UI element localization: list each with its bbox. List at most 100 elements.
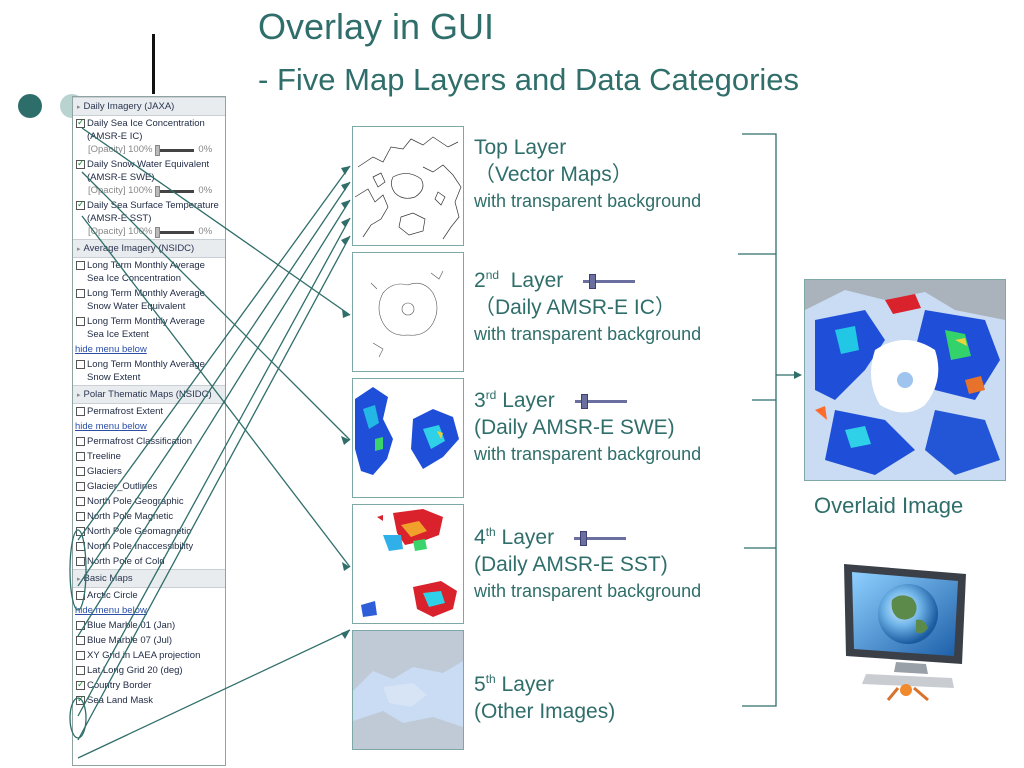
checkbox[interactable] [76,407,85,416]
section-header-average[interactable]: ▸Average Imagery (NSIDC) [73,239,225,258]
layer-item[interactable]: Long Term Monthly Average Sea Ice Concen… [73,258,225,286]
opacity-control: [Opacity] 100%0% [73,144,225,157]
checkbox[interactable] [76,621,85,630]
layer1-title: Top Layer [474,136,567,159]
layer-menu-panel: ▸Daily Imagery (JAXA) Daily Sea Ice Conc… [72,96,226,766]
checkbox[interactable] [76,317,85,326]
layer-item[interactable]: Lat Long Grid 20 (deg) [73,663,225,678]
checkbox[interactable] [76,651,85,660]
layer2-note: with transparent background [474,324,702,344]
layer2-title: 2nd Layer [474,262,701,294]
layer-item[interactable]: Long Term Monthly Average Snow Extent [73,357,225,385]
layer-item[interactable]: North Pole Geographic [73,494,225,509]
layer2-sea-ice-image [352,252,464,372]
layer2-caption: 2nd Layer （Daily AMSR-E IC） with transpa… [474,262,701,347]
checkbox[interactable] [76,437,85,446]
layer-item[interactable]: Blue Marble 07 (Jul) [73,633,225,648]
opacity-slider[interactable] [155,185,195,197]
checkbox[interactable] [76,467,85,476]
checkbox[interactable] [76,360,85,369]
layer5-title: 5th Layer [474,666,615,698]
layer2-opacity-slider[interactable] [583,273,636,289]
section-header-polar[interactable]: ▸Polar Thematic Maps (NSIDC) [73,385,225,404]
layer-item-label: North Pole of Cold [87,556,165,567]
checkbox[interactable] [76,542,85,551]
layer-item-sea-land-mask[interactable]: Sea Land Mask [73,693,225,708]
layer4-word: Layer [501,526,555,549]
section-label: Basic Maps [83,573,133,584]
layer-item-snow-water[interactable]: Daily Snow Water Equivalent (AMSR-E SWE) [73,157,225,185]
checkbox[interactable] [76,636,85,645]
checkbox[interactable] [76,497,85,506]
layer-item[interactable]: Permafrost Classification [73,434,225,449]
layer4-caption: 4th Layer (Daily AMSR-E SST) with transp… [474,519,701,604]
layer-item[interactable]: Blue Marble 01 (Jan) [73,618,225,633]
checkbox-checked[interactable] [76,117,85,130]
checkbox[interactable] [76,289,85,298]
slider-knob[interactable] [155,144,161,156]
section-header-daily[interactable]: ▸Daily Imagery (JAXA) [73,97,225,116]
checkbox[interactable] [76,527,85,536]
layer5-caption: 5th Layer (Other Images) [474,666,615,725]
checkbox[interactable] [76,261,85,270]
checkbox[interactable] [76,482,85,491]
layer-item-label: XY Grid in LAEA projection [87,650,201,661]
overlaid-image [804,279,1006,481]
section-header-basic[interactable]: ▸Basic Maps [73,569,225,588]
opacity-slider[interactable] [155,226,195,238]
layer3-desc: (Daily AMSR-E SWE) [474,416,675,439]
layer3-snow-water-image [352,378,464,498]
checkbox[interactable] [76,452,85,461]
layer4-desc: (Daily AMSR-E SST) [474,553,668,576]
layer-item[interactable]: Glacier_Outlines [73,479,225,494]
layer-item[interactable]: Glaciers [73,464,225,479]
slider-knob[interactable] [580,393,588,409]
hide-menu-link[interactable]: hide menu below [75,421,147,432]
layer-item[interactable]: North Pole Geomagnetic [73,524,225,539]
layer3-title: 3rd Layer [474,382,701,414]
checkbox[interactable] [76,591,85,600]
checkbox[interactable] [76,666,85,675]
layer-item-label: Sea Land Mask [87,695,154,706]
checkbox-checked[interactable] [76,199,85,212]
layer-item-label: Permafrost Extent [87,406,164,417]
layer-item[interactable]: Treeline [73,449,225,464]
checkbox[interactable] [76,557,85,566]
layer-item[interactable]: Arctic Circle [73,588,225,603]
layer2-desc: （Daily AMSR-E IC） [474,296,676,319]
section-label: Polar Thematic Maps (NSIDC) [83,389,212,400]
layer3-opacity-slider[interactable] [574,393,627,409]
layer-item[interactable]: Long Term Monthly Average Sea Ice Extent [73,314,225,342]
layer3-note: with transparent background [474,444,702,464]
layer1-desc: （Vector Maps） [474,163,633,186]
hide-menu-link[interactable]: hide menu below [75,344,147,355]
hide-menu-link[interactable]: hide menu below [75,605,147,616]
slide-title: Overlay in GUI [258,6,495,47]
layer4-opacity-slider[interactable] [574,530,627,546]
opacity-control: [Opacity] 100%0% [73,185,225,198]
layer-item[interactable]: North Pole of Cold [73,554,225,569]
slider-knob[interactable] [155,185,161,197]
collapse-triangle-icon: ▸ [77,246,81,253]
opacity-slider[interactable] [155,144,195,156]
layer-item[interactable]: Permafrost Extent [73,404,225,419]
layer-item[interactable]: XY Grid in LAEA projection [73,648,225,663]
section-label: Daily Imagery (JAXA) [83,101,175,112]
layer-item-country-border[interactable]: Country Border [73,678,225,693]
checkbox-checked[interactable] [76,158,85,171]
checkbox[interactable] [76,512,85,521]
layer-item-sst[interactable]: Daily Sea Surface Temperature (AMSR-E SS… [73,198,225,226]
checkbox-checked[interactable] [76,694,85,707]
layer-item-label: Daily Sea Ice Concentration (AMSR-E IC) [87,118,205,142]
slider-knob[interactable] [589,273,597,289]
layer-item-label: Glacier_Outlines [87,481,158,492]
layer-item-label: Long Term Monthly Average Sea Ice Concen… [87,260,205,284]
collapse-triangle-icon: ▸ [77,392,81,399]
layer-item-sea-ice[interactable]: Daily Sea Ice Concentration (AMSR-E IC) [73,116,225,144]
layer-item[interactable]: Long Term Monthly Average Snow Water Equ… [73,286,225,314]
layer-item[interactable]: North Pole Inaccessibility [73,539,225,554]
slider-knob[interactable] [155,226,161,238]
layer-item[interactable]: North Pole Magnetic [73,509,225,524]
slider-knob[interactable] [580,530,588,546]
checkbox-checked[interactable] [76,679,85,692]
